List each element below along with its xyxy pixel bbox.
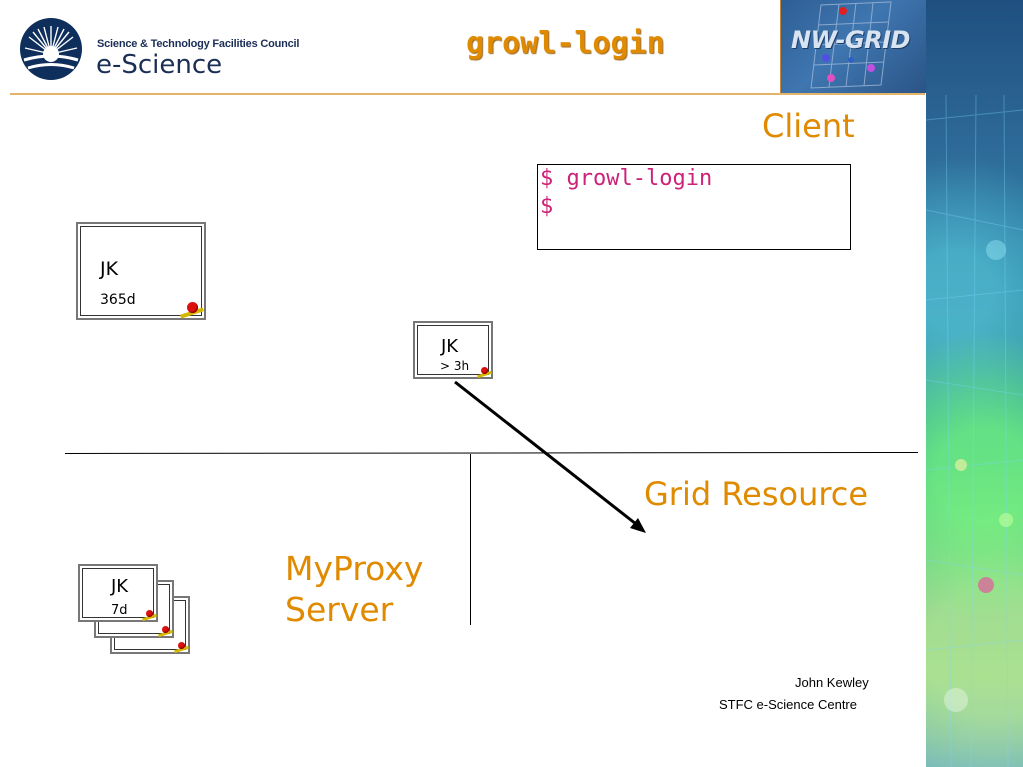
client-label: Client bbox=[762, 107, 855, 145]
logo-council-text: Science & Technology Facilities Council bbox=[97, 38, 300, 50]
myproxy-label-line2: Server bbox=[285, 590, 394, 629]
credential-name: JK bbox=[111, 576, 129, 597]
seal-icon bbox=[173, 642, 190, 654]
header-divider bbox=[10, 93, 925, 95]
vertical-divider bbox=[470, 454, 471, 625]
decorative-side-strip bbox=[926, 0, 1023, 767]
proxy-credential: JK > 3h bbox=[413, 321, 493, 379]
footer-org: STFC e-Science Centre bbox=[719, 697, 857, 712]
myproxy-credential-front: JK 7d bbox=[78, 564, 158, 622]
terminal-prompt-line: $ bbox=[540, 194, 554, 219]
credential-lifetime: > 3h bbox=[440, 359, 470, 373]
credential-name: JK bbox=[441, 336, 459, 357]
credential-border bbox=[82, 568, 154, 618]
myproxy-server-label: MyProxy Server bbox=[285, 548, 423, 630]
page-title: growl-login bbox=[466, 26, 665, 61]
terminal-window: $ growl-login $ bbox=[537, 164, 851, 250]
seal-icon bbox=[141, 610, 158, 622]
credential-border bbox=[417, 325, 489, 375]
terminal-command-line: $ growl-login bbox=[540, 166, 713, 191]
seal-icon bbox=[179, 302, 206, 319]
myproxy-label-line1: MyProxy bbox=[285, 549, 424, 588]
footer-author: John Kewley bbox=[795, 675, 869, 690]
slide-header: Science & Technology Facilities Council … bbox=[0, 0, 925, 93]
nwgrid-logo: NW-GRID bbox=[780, 0, 928, 93]
credential-name: JK bbox=[100, 258, 119, 280]
horizontal-divider bbox=[64, 451, 918, 454]
decorative-pattern bbox=[926, 94, 1023, 767]
seal-icon bbox=[476, 367, 493, 379]
seal-icon bbox=[157, 626, 174, 638]
long-term-credential: JK 365d bbox=[76, 222, 206, 320]
credential-lifetime: 365d bbox=[100, 292, 136, 308]
stfc-logo: Science & Technology Facilities Council … bbox=[20, 18, 320, 80]
grid-resource-label: Grid Resource bbox=[644, 475, 869, 513]
grid-lattice-icon bbox=[810, 1, 892, 89]
logo-escience-text: e-Science bbox=[96, 50, 223, 80]
sunburst-icon bbox=[20, 18, 82, 80]
credential-border bbox=[80, 226, 202, 316]
credential-lifetime: 7d bbox=[111, 603, 128, 618]
nwgrid-text: NW-GRID bbox=[791, 26, 910, 54]
